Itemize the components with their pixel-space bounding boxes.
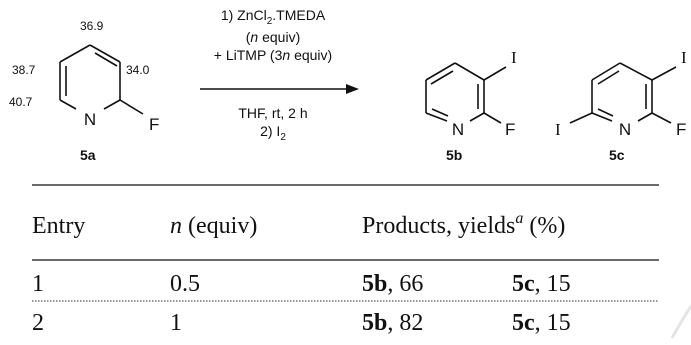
structure-5c [569,62,677,124]
atom-i: I [555,120,561,139]
reaction-arrow [200,84,359,94]
cell-n: 0.5 [170,271,200,297]
header-entry: Entry [32,213,85,239]
table-row: 1 0.5 5b, 66 5c, 15 [32,271,571,297]
table-row: 2 1 5b, 82 5c, 15 [32,310,571,336]
atom-n: N [619,120,631,139]
compound-label-5b: 5b [446,147,462,163]
shift-c4: 36.9 [80,19,104,33]
cell-entry: 1 [32,271,44,297]
cell-product-1: 5b, 82 [362,310,423,336]
reaction-conditions: 1) ZnCl2.TMEDA (n equiv) + LiTMP (3n equ… [214,7,332,143]
step2-reagent: 2) I2 [260,123,286,143]
compound-label-5a: 5a [80,147,96,163]
compound-label-5c: 5c [609,147,625,163]
cell-product-1: 5b, 66 [362,271,423,297]
cell-n: 1 [170,310,182,336]
cell-entry: 2 [32,310,44,336]
structure-5a [59,44,144,115]
shift-c3: 34.0 [126,63,150,77]
atom-f: F [676,120,686,139]
header-n-equiv: n (equiv) [170,213,257,239]
atom-f: F [149,115,159,134]
cell-product-2: 5c, 15 [512,271,571,297]
atom-i: I [511,48,517,67]
watermark-swoosh [670,305,691,339]
table-header-row: Entry n (equiv) Products, yieldsa (%) [32,210,565,239]
header-products-yields: Products, yieldsa (%) [362,210,565,239]
results-table: Entry n (equiv) Products, yieldsa (%) 1 … [32,184,659,336]
atom-n: N [84,110,96,129]
step1-reagent-a: 1) ZnCl2.TMEDA [221,7,326,27]
atom-n: N [452,120,464,139]
step1-equiv: (n equiv) [246,29,301,45]
solvent-conditions: THF, rt, 2 h [238,105,307,121]
step1-reagent-b: + LiTMP (3n equiv) [214,47,332,63]
shift-c6: 40.7 [9,95,33,109]
atom-f: F [505,120,515,139]
structure-5b [425,62,507,124]
cell-product-2: 5c, 15 [512,310,571,336]
atom-i: I [681,48,687,67]
shift-c5: 38.7 [12,63,36,77]
